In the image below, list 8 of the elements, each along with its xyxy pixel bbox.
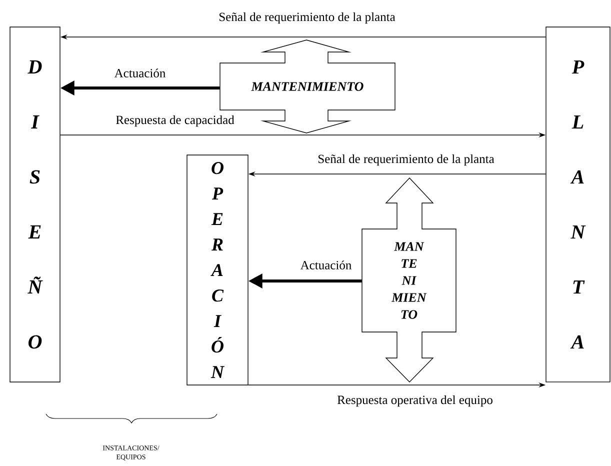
letter-column-box: O P E R A C I Ó N: [186, 154, 248, 386]
letter-column-box: D I S E Ñ O: [10, 26, 60, 382]
edge-label: Señal de requerimiento de la planta: [316, 153, 496, 167]
edge-label: Respuesta operativa del equipo: [336, 394, 494, 408]
edge-label: Actuación: [299, 260, 353, 270]
letter-column-box: P L A N T A: [546, 26, 610, 382]
edge-label: Señal de requerimiento de la planta: [218, 11, 396, 25]
edge-label: Actuación: [113, 68, 167, 78]
